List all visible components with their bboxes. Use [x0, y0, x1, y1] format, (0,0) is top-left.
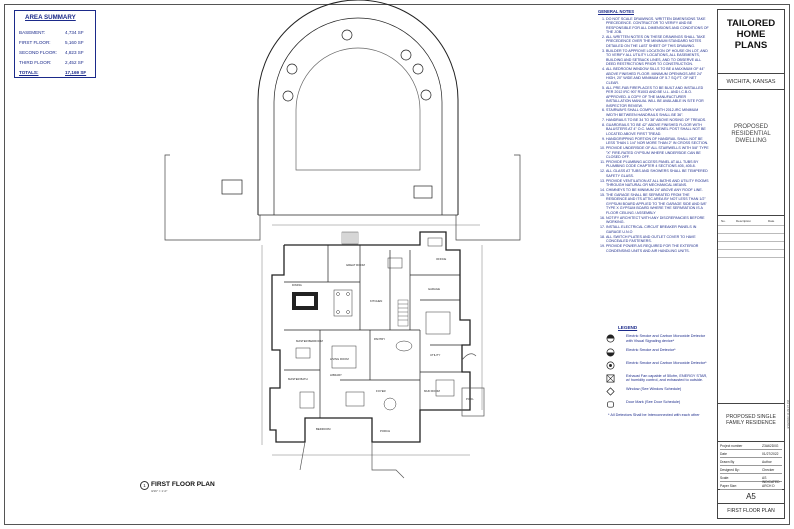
area-row: BASEMENT:4,734 SF — [19, 30, 84, 35]
room-label: GARAGE — [428, 287, 440, 291]
sheet-name: FIRST FLOOR PLAN — [727, 508, 775, 514]
revision-table: No. Description Date — [718, 216, 784, 404]
note-item: PROVIDE POWER AS REQUIRED FOR THE EXTERI… — [606, 244, 710, 253]
revision-row-line — [718, 257, 784, 258]
smoke-co-visual-icon — [606, 334, 615, 343]
legend-note: * All Detectors Shall be Interconnected … — [608, 413, 700, 418]
area-row: FIRST FLOOR:5,160 SF — [19, 40, 84, 45]
legend-item: Electric Smoke and Carbon Monoxide Detec… — [598, 361, 712, 370]
room-label: LIVING ROOM — [330, 357, 349, 361]
room-label: KITCHEN — [370, 299, 382, 303]
project-title: PROPOSED SINGLE FAMILY RESIDENCE — [718, 404, 784, 442]
room-label: BEDROOM — [316, 427, 331, 431]
note-item: NOTIFY ARCHITECT WITH ANY DISCREPANCIES … — [606, 216, 710, 225]
room-label: MASTER BEDROOM — [296, 339, 324, 343]
title-block: TAILORED HOME PLANS WICHITA, KANSAS PROP… — [717, 9, 785, 519]
general-notes-title: GENERAL NOTES — [598, 9, 634, 14]
note-item: PROVIDE VENTILATION AT ALL BATHS AND UTI… — [606, 179, 710, 188]
door-mark-icon — [606, 401, 615, 408]
general-notes-list: DO NOT SCALE DRAWINGS. WRITTEN DIMENSION… — [598, 17, 710, 254]
room-label: POOL — [466, 397, 474, 401]
note-item: THE GARAGE SHALL BE SEPARATED FROM THE R… — [606, 193, 710, 216]
info-row: Paper Size:ARCH D — [720, 482, 782, 490]
note-item: ALL PRE-FAB FIREPLACES TO BE BUILT AND I… — [606, 86, 710, 109]
general-notes: GENERAL NOTES DO NOT SCALE DRAWINGS. WRI… — [598, 9, 710, 254]
note-item: ALL SWITCH PLATES AND OUTLET COVER TO HA… — [606, 235, 710, 244]
revision-row-line — [718, 233, 784, 234]
company-name: TAILORED HOME PLANS — [718, 10, 784, 74]
info-row: Designed By:Checker — [720, 466, 782, 474]
sheet-number: A5 — [718, 490, 784, 504]
drawing-scale: 3/16" = 1'-0" — [151, 489, 168, 493]
drawing-sheet-border — [4, 4, 790, 525]
note-item: CHIMNEYS TO BE MINIMUM 24" ABOVE ANY ROO… — [606, 188, 710, 193]
note-item: INSTALL ELECTRICAL CIRCUIT BREAKER PANEL… — [606, 225, 710, 234]
project-description: PROPOSED RESIDENTIAL DWELLING — [718, 90, 784, 216]
room-label: DINING — [292, 283, 302, 287]
area-total-row: TOTALS:17,169 SF — [19, 70, 87, 75]
note-item: ALL BEDROOM WINDOW SILLS TO BE A MAXIMUM… — [606, 67, 710, 85]
note-item: PROVIDE UNDERSIDE OF ALL STAIRWELLS WITH… — [606, 146, 710, 160]
room-label: UTILITY — [430, 353, 441, 357]
legend-item: Electric Smoke and Carbon Monoxide Detec… — [598, 334, 712, 344]
info-row: Scale:AS INDICATED — [720, 474, 782, 484]
room-label: PANTRY — [374, 337, 385, 341]
legend-title: LEGEND — [618, 325, 638, 330]
room-label: GREAT ROOM — [346, 263, 366, 267]
callout-number: 1 — [140, 481, 149, 490]
note-item: HANDRAILS TO BE 34 TO 38" ABOVE NOSING O… — [606, 118, 710, 123]
note-item: HANDGRIPPING PORTION OF HANDRAIL SHALL N… — [606, 137, 710, 146]
room-label: OFFICE — [436, 257, 446, 261]
drawing-title: FIRST FLOOR PLAN — [151, 481, 215, 488]
area-row: THIRD FLOOR:2,452 SF — [19, 60, 84, 65]
window-mark-icon — [606, 387, 615, 396]
revision-row-line — [718, 241, 784, 242]
legend-item: Exhaust Fan capable of 50cfm, ENERGY STA… — [598, 374, 712, 384]
revision-row-line — [718, 249, 784, 250]
room-label: LIBRARY — [330, 373, 342, 377]
legend: LEGEND Electric Smoke and Carbon Monoxid… — [598, 325, 712, 418]
company-location: WICHITA, KANSAS — [718, 74, 784, 90]
exhaust-fan-icon — [606, 374, 615, 383]
area-row: SECOND FLOOR:4,823 SF — [19, 50, 84, 55]
note-item: ALL WRITTEN NOTES ON THESE DRAWINGS SHAL… — [606, 35, 710, 49]
room-label: PORCH — [380, 429, 390, 433]
legend-item: Door Mark (See Door Schedule) — [598, 400, 712, 409]
smoke-detector-icon — [606, 348, 615, 357]
area-summary-title: AREA SUMMARY — [25, 14, 76, 21]
revision-header: No. Description Date — [721, 219, 775, 223]
room-label: MUD ROOM — [424, 389, 441, 393]
revision-row-line — [718, 225, 784, 226]
note-item: BUILDER TO APPROVE LOCATION OF HOUSE ON … — [606, 49, 710, 67]
note-item: STAIRWAYS SHALL COMPLY WITH 2012-IRC MIN… — [606, 108, 710, 117]
print-timestamp: 4/19/2023 11:39:37 PM — [786, 400, 790, 429]
note-item: DO NOT SCALE DRAWINGS. WRITTEN DIMENSION… — [606, 17, 710, 35]
room-label: FOYER — [376, 389, 386, 393]
note-item: ALL GLASS AT TUBS AND SHOWERS SHALL BE T… — [606, 169, 710, 178]
legend-item: Window (See Window Schedule) — [598, 387, 712, 396]
area-summary-table: AREA SUMMARY BASEMENT:4,734 SF FIRST FLO… — [14, 10, 96, 78]
room-label: MASTER BATH — [288, 377, 308, 381]
note-item: GUARDRAILS TO BE 42" ABOVE FINISHED FLOO… — [606, 123, 710, 137]
note-item: PROVIDE PLUMBING ACCESS PANEL AT ALL TUB… — [606, 160, 710, 169]
smoke-co-detector-icon — [606, 361, 615, 370]
legend-item: Electric Smoke and Detector* — [598, 348, 712, 357]
